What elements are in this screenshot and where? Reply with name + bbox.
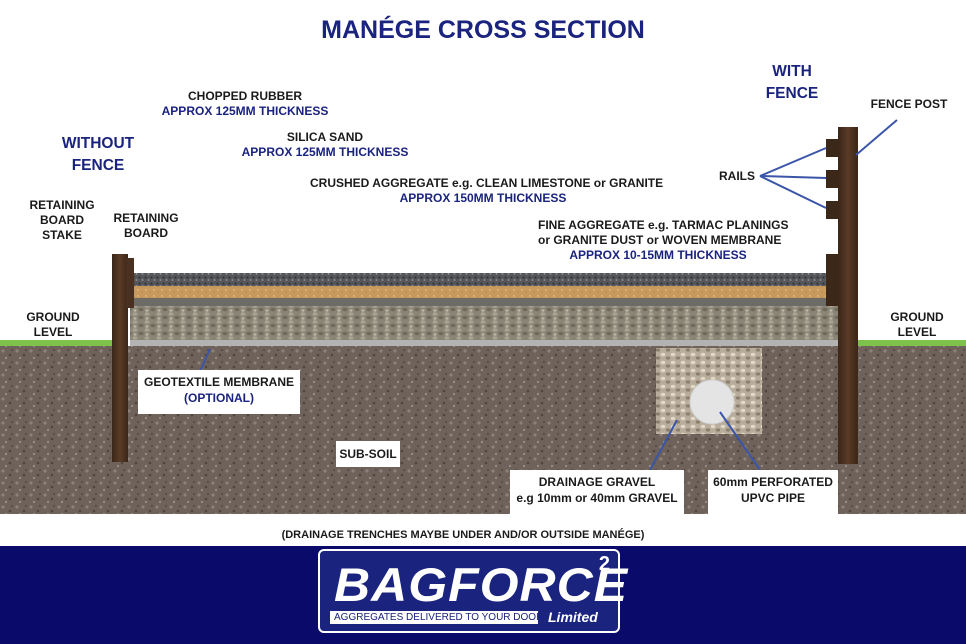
logo-superscript: 2 (598, 553, 610, 575)
label-crushed-aggregate-name: CRUSHED AGGREGATE e.g. CLEAN LIMESTONE o… (310, 176, 664, 190)
label-ground-right-line1: GROUND (890, 310, 944, 324)
label-chopped-rubber: CHOPPED RUBBER APPROX 125MM THICKNESS (150, 89, 340, 119)
label-silica-sand: SILICA SAND APPROX 125MM THICKNESS (228, 130, 422, 160)
grass-left (0, 340, 112, 348)
pointer-pipe (719, 411, 761, 471)
callout-pipe-line2: UPVC PIPE (740, 491, 806, 505)
retaining-board (126, 258, 134, 308)
diagram-title: MANÉGE CROSS SECTION (321, 16, 645, 44)
perforated-pipe (689, 379, 735, 425)
callout-drainage-line2: e.g 10mm or 40mm GRAVEL (516, 491, 678, 505)
heading-without-fence-line1: WITHOUT (61, 135, 135, 152)
footnote: (DRAINAGE TRENCHES MAYBE UNDER AND/OR OU… (281, 529, 645, 541)
label-ground-left-line1: GROUND (26, 310, 80, 324)
geotextile-membrane-line (130, 340, 838, 346)
label-chopped-rubber-note: APPROX 125MM THICKNESS (161, 104, 329, 118)
pointer-rail-2 (759, 175, 827, 179)
label-stake-line1: RETAINING (29, 198, 95, 212)
label-chopped-rubber-name: CHOPPED RUBBER (187, 89, 302, 103)
pointer-rail-1 (759, 147, 827, 177)
retaining-board-right (826, 254, 838, 306)
label-ground-right-line2: LEVEL (897, 325, 937, 339)
label-silica-sand-note: APPROX 125MM THICKNESS (241, 145, 409, 159)
label-retaining-board: RETAINING BOARD (110, 211, 182, 241)
label-silica-sand-name: SILICA SAND (286, 130, 364, 144)
pointer-rail-3 (759, 175, 827, 209)
rail-2 (826, 170, 838, 188)
label-fine-aggregate: FINE AGGREGATE e.g. TARMAC PLANINGS or G… (538, 218, 788, 263)
callout-geotextile: GEOTEXTILE MEMBRANE (OPTIONAL) (138, 370, 300, 414)
logo-wordmark: BAGFORCE (334, 558, 629, 612)
fence-post (838, 127, 858, 464)
pointer-drainage (649, 419, 678, 471)
bagforce-logo: BAGFORCE 2 AGGREGATES DELIVERED TO YOUR … (318, 549, 627, 633)
label-fine-aggregate-line2: or GRANITE DUST or WOVEN MEMBRANE (538, 233, 782, 247)
heading-without-fence: WITHOUT FENCE (48, 133, 148, 177)
label-sub-soil: SUB-SOIL (336, 441, 400, 467)
retaining-board-stake (112, 254, 128, 462)
crushed-aggregate-layer (130, 305, 838, 341)
logo-tagline: AGGREGATES DELIVERED TO YOUR DOOR (330, 611, 543, 624)
label-stake-line3: STAKE (42, 228, 82, 242)
heading-with-fence-line1: WITH (772, 63, 812, 80)
label-crushed-aggregate: CRUSHED AGGREGATE e.g. CLEAN LIMESTONE o… (310, 176, 663, 206)
label-retaining-board-stake: RETAINING BOARD STAKE (24, 198, 100, 243)
heading-with-fence: WITH FENCE (748, 61, 836, 105)
callout-geotextile-line2: (OPTIONAL) (184, 391, 254, 405)
label-crushed-aggregate-note: APPROX 150MM THICKNESS (399, 191, 567, 205)
rail-1 (826, 139, 838, 157)
label-stake-line2: BOARD (40, 213, 84, 227)
pointer-fence-post (855, 119, 898, 156)
label-rails: RAILS (719, 169, 755, 183)
callout-pipe-line1: 60mm PERFORATED (713, 475, 833, 489)
label-board-line1: RETAINING (113, 211, 179, 225)
label-board-line2: BOARD (124, 226, 168, 240)
label-fine-aggregate-line1: FINE AGGREGATE e.g. TARMAC PLANINGS (538, 218, 789, 232)
callout-geotextile-line1: GEOTEXTILE MEMBRANE (143, 375, 294, 389)
grass-right (858, 340, 966, 348)
label-ground-level-left: GROUND LEVEL (20, 310, 86, 340)
label-ground-left-line2: LEVEL (33, 325, 73, 339)
heading-without-fence-line2: FENCE (71, 157, 125, 174)
callout-pipe: 60mm PERFORATED UPVC PIPE (708, 470, 838, 514)
silica-sand-layer (130, 285, 838, 298)
fine-aggregate-layer (130, 297, 838, 306)
label-fine-aggregate-note: APPROX 10-15MM THICKNESS (569, 248, 747, 262)
label-fence-post: FENCE POST (870, 97, 948, 111)
logo-limited: Limited (548, 609, 598, 625)
heading-with-fence-line2: FENCE (765, 85, 819, 102)
rail-3 (826, 201, 838, 219)
callout-drainage-gravel: DRAINAGE GRAVEL e.g 10mm or 40mm GRAVEL (510, 470, 684, 514)
label-ground-level-right: GROUND LEVEL (884, 310, 950, 340)
callout-drainage-line1: DRAINAGE GRAVEL (538, 475, 656, 489)
chopped-rubber-layer (130, 273, 838, 286)
